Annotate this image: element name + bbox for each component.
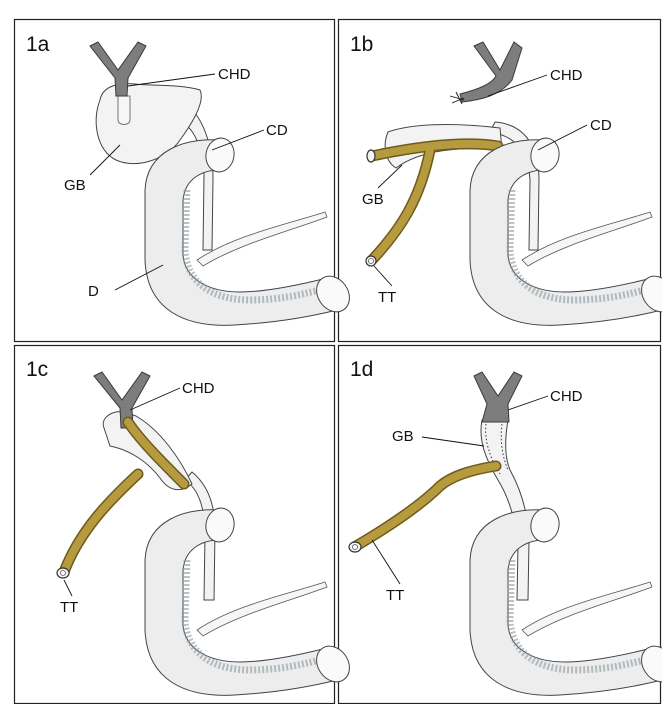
panel-1a: 1a CHD CD GB D <box>26 33 356 325</box>
panel-1b-label: 1b <box>350 33 373 56</box>
label-chd: CHD <box>550 67 583 84</box>
panel-1a-label: 1a <box>26 33 50 56</box>
label-cd: CD <box>590 117 612 134</box>
label-tt: TT <box>378 289 396 306</box>
common-hepatic-duct <box>474 372 522 422</box>
duodenum <box>145 506 356 695</box>
label-chd: CHD <box>550 388 583 405</box>
panel-1c: 1c CHD TT <box>26 358 356 695</box>
duodenum <box>145 136 356 325</box>
label-chd: CHD <box>218 66 251 83</box>
tube-end <box>367 150 375 162</box>
label-tt: TT <box>60 599 78 616</box>
label-chd: CHD <box>182 380 215 397</box>
label-cd: CD <box>266 122 288 139</box>
panel-1b: 1b CHD CD GB TT <box>350 33 662 325</box>
duct-stump <box>118 96 130 125</box>
label-gb: GB <box>64 177 86 194</box>
label-d: D <box>88 283 99 300</box>
panel-1d: 1d CHD GB TT <box>349 358 662 695</box>
label-tt: TT <box>386 587 404 604</box>
common-hepatic-duct <box>460 42 522 102</box>
duodenum <box>470 136 662 325</box>
duodenum <box>470 506 662 695</box>
label-gb: GB <box>392 428 414 445</box>
panel-1c-label: 1c <box>26 358 48 381</box>
label-gb: GB <box>362 191 384 208</box>
panel-1d-label: 1d <box>350 358 373 381</box>
